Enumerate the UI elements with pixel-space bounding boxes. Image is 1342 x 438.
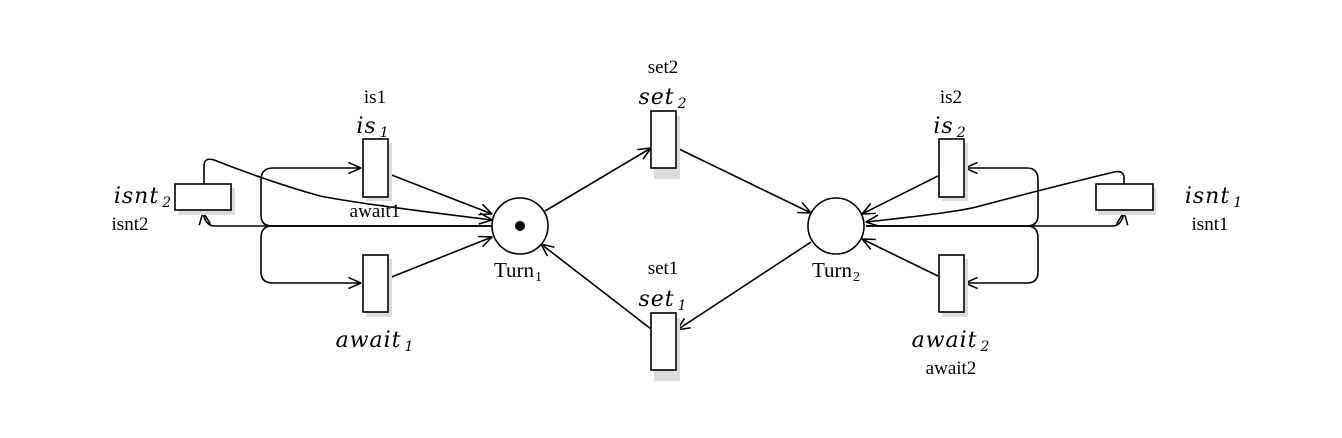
token (515, 221, 525, 231)
transition-is2[interactable] (938, 138, 968, 201)
arcs (203, 148, 1124, 330)
arc-turn1-to-set2 (544, 148, 651, 212)
arc-await2-to-turn2 (862, 239, 939, 277)
arc-await1-to-turn1 (388, 237, 492, 279)
places (491, 197, 865, 255)
arc-is2-to-turn2 (862, 175, 939, 214)
arc-is1-to-turn1 (388, 173, 492, 214)
transition-set2[interactable] (650, 110, 680, 179)
arc-set2-to-turn2 (676, 147, 811, 213)
label-isnt2: isnt2 (112, 214, 149, 235)
label-is1: is1 (364, 87, 386, 108)
transition-is1[interactable] (362, 138, 392, 201)
place-turn1[interactable] (491, 197, 549, 255)
arc-turn2-to-set1 (677, 241, 812, 330)
label-set1: set1 (648, 258, 679, 279)
arc-turn2-to-isnt1 (866, 212, 1124, 227)
label-isnt1: isnt1 (1192, 214, 1229, 235)
label-is2: is2 (940, 87, 962, 108)
arc-isnt2-to-turn1 (203, 158, 492, 220)
label-set2: set2 (648, 57, 679, 78)
label-await1: await1 (350, 201, 401, 222)
arc-set1-to-turn1 (541, 244, 652, 330)
transition-await2[interactable] (938, 254, 968, 317)
transition-isnt1[interactable] (1095, 183, 1156, 215)
transition-await1[interactable] (362, 254, 392, 317)
transition-set1[interactable] (650, 312, 680, 381)
transitions (174, 110, 1156, 381)
transition-isnt2[interactable] (174, 183, 235, 215)
label-turn1: Turn1 (494, 258, 542, 285)
place-turn2[interactable] (807, 197, 865, 255)
label-await2: await2 (926, 358, 977, 379)
label-turn2: Turn2 (812, 258, 860, 285)
arc-isnt1-to-turn2 (866, 170, 1125, 222)
